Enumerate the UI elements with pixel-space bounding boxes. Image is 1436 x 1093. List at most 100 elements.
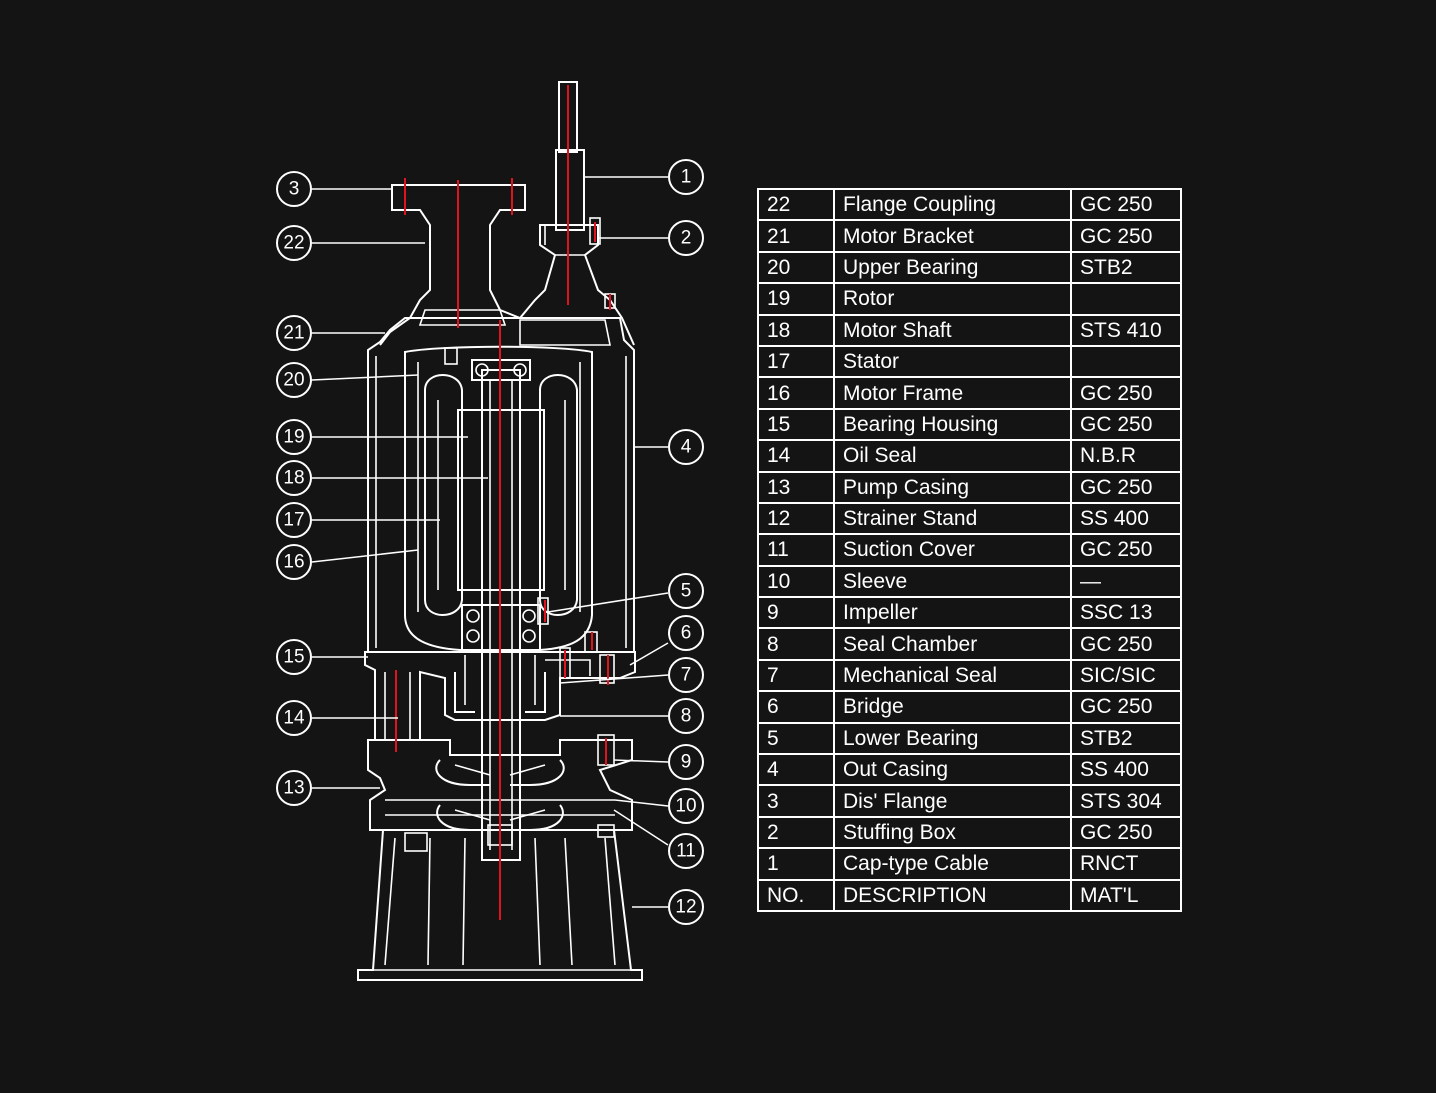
part-no: 17	[757, 344, 835, 379]
callout-10: 10	[668, 788, 704, 824]
part-no: 1	[757, 847, 835, 881]
part-no: 11	[757, 533, 835, 567]
callout-4: 4	[668, 429, 704, 465]
callout-7: 7	[668, 657, 704, 693]
svg-text:5: 5	[681, 581, 692, 602]
part-description: Suction Cover	[833, 533, 1072, 567]
svg-text:7: 7	[681, 665, 692, 686]
part-no: 3	[757, 784, 835, 818]
part-no: 7	[757, 658, 835, 693]
part-no: 5	[757, 721, 835, 756]
part-material: —	[1070, 564, 1182, 599]
part-material: GC 250	[1070, 533, 1182, 567]
part-description: Motor Shaft	[833, 313, 1072, 347]
seal-chamber	[364, 631, 636, 766]
svg-text:22: 22	[283, 233, 304, 254]
svg-text:2: 2	[681, 228, 692, 249]
part-material: RNCT	[1070, 847, 1182, 881]
callout-15: 15	[276, 639, 312, 675]
callout-9: 9	[668, 744, 704, 780]
centerlines	[395, 85, 611, 920]
header-description: DESCRIPTION	[833, 878, 1072, 912]
callout-13: 13	[276, 770, 312, 806]
part-material: GC 250	[1070, 187, 1182, 222]
part-description: Oil Seal	[833, 439, 1072, 473]
part-description: Flange Coupling	[833, 187, 1072, 222]
part-description: Motor Bracket	[833, 219, 1072, 253]
svg-text:3: 3	[289, 179, 300, 200]
callout-16: 16	[276, 544, 312, 580]
callout-12: 12	[668, 889, 704, 925]
svg-text:20: 20	[283, 370, 304, 391]
svg-text:11: 11	[676, 841, 696, 862]
svg-text:16: 16	[283, 552, 304, 573]
svg-text:6: 6	[681, 623, 692, 644]
part-material: STS 410	[1070, 313, 1182, 347]
part-description: Bridge	[833, 690, 1072, 724]
part-description: Upper Bearing	[833, 250, 1072, 285]
part-description: Motor Frame	[833, 376, 1072, 410]
part-material: SIC/SIC	[1070, 658, 1182, 693]
part-description: Rotor	[833, 282, 1072, 316]
part-no: 4	[757, 753, 835, 787]
svg-text:17: 17	[283, 510, 304, 531]
part-no: 19	[757, 282, 835, 316]
part-description: Bearing Housing	[833, 407, 1072, 442]
part-material: GC 250	[1070, 376, 1182, 410]
callout-8: 8	[668, 698, 704, 734]
part-description: Out Casing	[833, 753, 1072, 787]
callout-20: 20	[276, 362, 312, 398]
part-no: 12	[757, 501, 835, 536]
part-no: 18	[757, 313, 835, 347]
part-no: 15	[757, 407, 835, 442]
part-no: 21	[757, 219, 835, 253]
part-description: Dis' Flange	[833, 784, 1072, 818]
part-material	[1070, 344, 1182, 379]
part-material: GC 250	[1070, 407, 1182, 442]
part-material: STB2	[1070, 721, 1182, 756]
svg-text:14: 14	[283, 708, 305, 729]
header-material: MAT'L	[1070, 878, 1182, 912]
svg-text:15: 15	[283, 647, 304, 668]
part-material: STS 304	[1070, 784, 1182, 818]
part-no: 10	[757, 564, 835, 599]
part-description: Stator	[833, 344, 1072, 379]
part-material: GC 250	[1070, 219, 1182, 253]
part-description: Mechanical Seal	[833, 658, 1072, 693]
part-material: GC 250	[1070, 690, 1182, 724]
svg-text:9: 9	[681, 752, 692, 773]
callout-18: 18	[276, 460, 312, 496]
svg-text:19: 19	[283, 427, 304, 448]
callout-19: 19	[276, 419, 312, 455]
callout-22: 22	[276, 225, 312, 261]
part-description: Lower Bearing	[833, 721, 1072, 756]
part-material: SS 400	[1070, 753, 1182, 787]
part-material: GC 250	[1070, 815, 1182, 850]
svg-text:13: 13	[283, 778, 304, 799]
part-description: Sleeve	[833, 564, 1072, 599]
callout-3: 3	[276, 171, 312, 207]
svg-text:4: 4	[681, 437, 692, 458]
part-no: 14	[757, 439, 835, 473]
svg-text:1: 1	[681, 167, 692, 188]
